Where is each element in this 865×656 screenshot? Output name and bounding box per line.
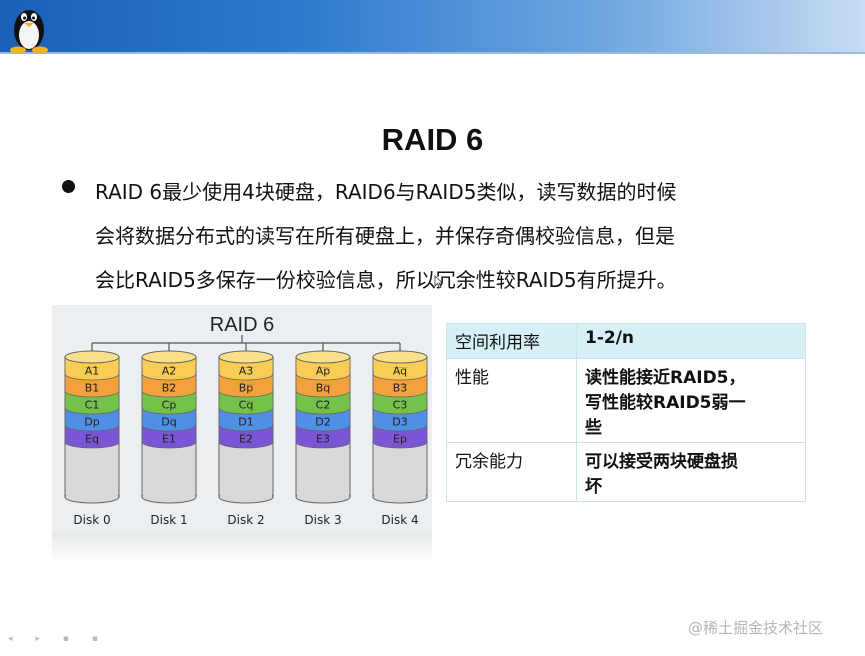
diagram-reflection	[52, 533, 432, 563]
disk-block-fill	[373, 385, 427, 391]
disk-block-fill	[142, 436, 196, 442]
disk-top	[141, 350, 197, 364]
block-label: E3	[316, 433, 330, 446]
disk-label: Disk 3	[304, 513, 341, 527]
disk-base-cover	[143, 489, 195, 497]
table-row: 空间利用率 1-2/n	[446, 323, 806, 359]
disk-label: Disk 0	[73, 513, 110, 527]
block-label: C2	[316, 399, 331, 412]
watermark: @稀土掘金技术社区	[688, 619, 824, 637]
disk-label: Disk 2	[227, 513, 264, 527]
disk-block-fill	[142, 402, 196, 408]
table-row: 性能 读性能接近RAID5， 写性能较RAID5弱一 些	[446, 358, 806, 443]
disk-label: Disk 1	[150, 513, 187, 527]
disk-block-fill	[65, 419, 119, 425]
disk-block-fill	[373, 419, 427, 425]
disk-base-cover	[297, 489, 349, 497]
bullet-line: RAID 6最少使用4块硬盘，RAID6与RAID5类似，读写数据的时候	[95, 180, 677, 204]
table-value: 读性能接近RAID5， 写性能较RAID5弱一 些	[576, 358, 806, 443]
block-label: B1	[85, 382, 100, 395]
block-label: Dp	[84, 416, 99, 429]
disk-block-fill	[219, 402, 273, 408]
block-label: Aq	[393, 365, 407, 378]
block-label: D2	[315, 416, 330, 429]
disk-block-fill	[65, 402, 119, 408]
disk-block-fill	[65, 436, 119, 442]
block-label: Bp	[239, 382, 254, 395]
block-label: Bq	[316, 382, 331, 395]
disk-block-fill	[373, 368, 427, 374]
disk-block-fill	[296, 368, 350, 374]
block-label: A2	[162, 365, 177, 378]
bullet-icon	[62, 180, 75, 193]
block-label: C3	[393, 399, 408, 412]
table-value: 可以接受两块硬盘损 坏	[576, 442, 806, 502]
disk-base-cover	[66, 489, 118, 497]
disk-block-fill	[219, 436, 273, 442]
table-value: 1-2/n	[576, 323, 806, 359]
table-key: 空间利用率	[446, 323, 577, 359]
block-label: Cp	[162, 399, 177, 412]
disk-block-fill	[296, 402, 350, 408]
disk-block-fill	[142, 419, 196, 425]
disk-label: Disk 4	[381, 513, 418, 527]
bullet-line: 会将数据分布式的读写在所有硬盘上，并保存奇偶校验信息，但是	[95, 224, 675, 248]
disk-block-fill	[142, 368, 196, 374]
disk-block-fill	[219, 385, 273, 391]
table-key: 性能	[446, 358, 577, 443]
disk-block-fill	[142, 385, 196, 391]
block-label: B2	[162, 382, 177, 395]
block-label: A1	[85, 365, 100, 378]
tux-penguin-icon	[10, 10, 48, 54]
table-key: 冗余能力	[446, 442, 577, 502]
disk-top	[295, 350, 351, 364]
disk-block-fill	[296, 419, 350, 425]
disk-block-fill	[373, 436, 427, 442]
mouse-cursor-icon	[434, 275, 444, 289]
disk-block-fill	[65, 368, 119, 374]
disk-base-cover	[220, 489, 272, 497]
block-label: C1	[85, 399, 100, 412]
raid6-properties-table: 空间利用率 1-2/n 性能 读性能接近RAID5， 写性能较RAID5弱一 些…	[446, 323, 806, 502]
disk-top	[64, 350, 120, 364]
block-label: D1	[238, 416, 253, 429]
block-label: Ep	[393, 433, 407, 446]
slide-title: RAID 6	[381, 122, 484, 157]
block-label: Ap	[316, 365, 331, 378]
slide-footer-controls: ◂ ▸ ▪ ▪	[8, 634, 108, 644]
disk-base-cover	[374, 489, 426, 497]
slide-header-bar	[0, 0, 865, 54]
disk-block-fill	[219, 419, 273, 425]
disk-block-fill	[296, 385, 350, 391]
block-label: Eq	[85, 433, 99, 446]
table-row: 冗余能力 可以接受两块硬盘损 坏	[446, 442, 806, 502]
disk-block-fill	[65, 385, 119, 391]
bullet-paragraph: RAID 6最少使用4块硬盘，RAID6与RAID5类似，读写数据的时候 会将数…	[95, 170, 815, 302]
block-label: Cq	[239, 399, 254, 412]
block-label: B3	[393, 382, 408, 395]
block-label: A3	[239, 365, 254, 378]
block-label: E1	[162, 433, 176, 446]
block-label: D3	[392, 416, 407, 429]
disk-top	[218, 350, 274, 364]
disk-block-fill	[296, 436, 350, 442]
disk-top	[372, 350, 428, 364]
block-label: Dq	[161, 416, 176, 429]
block-label: E2	[239, 433, 253, 446]
diagram-title: RAID 6	[210, 314, 274, 336]
disk-block-fill	[373, 402, 427, 408]
bullet-line: 会比RAID5多保存一份校验信息，所以冗余性较RAID5有所提升。	[95, 268, 677, 292]
disk-block-fill	[219, 368, 273, 374]
